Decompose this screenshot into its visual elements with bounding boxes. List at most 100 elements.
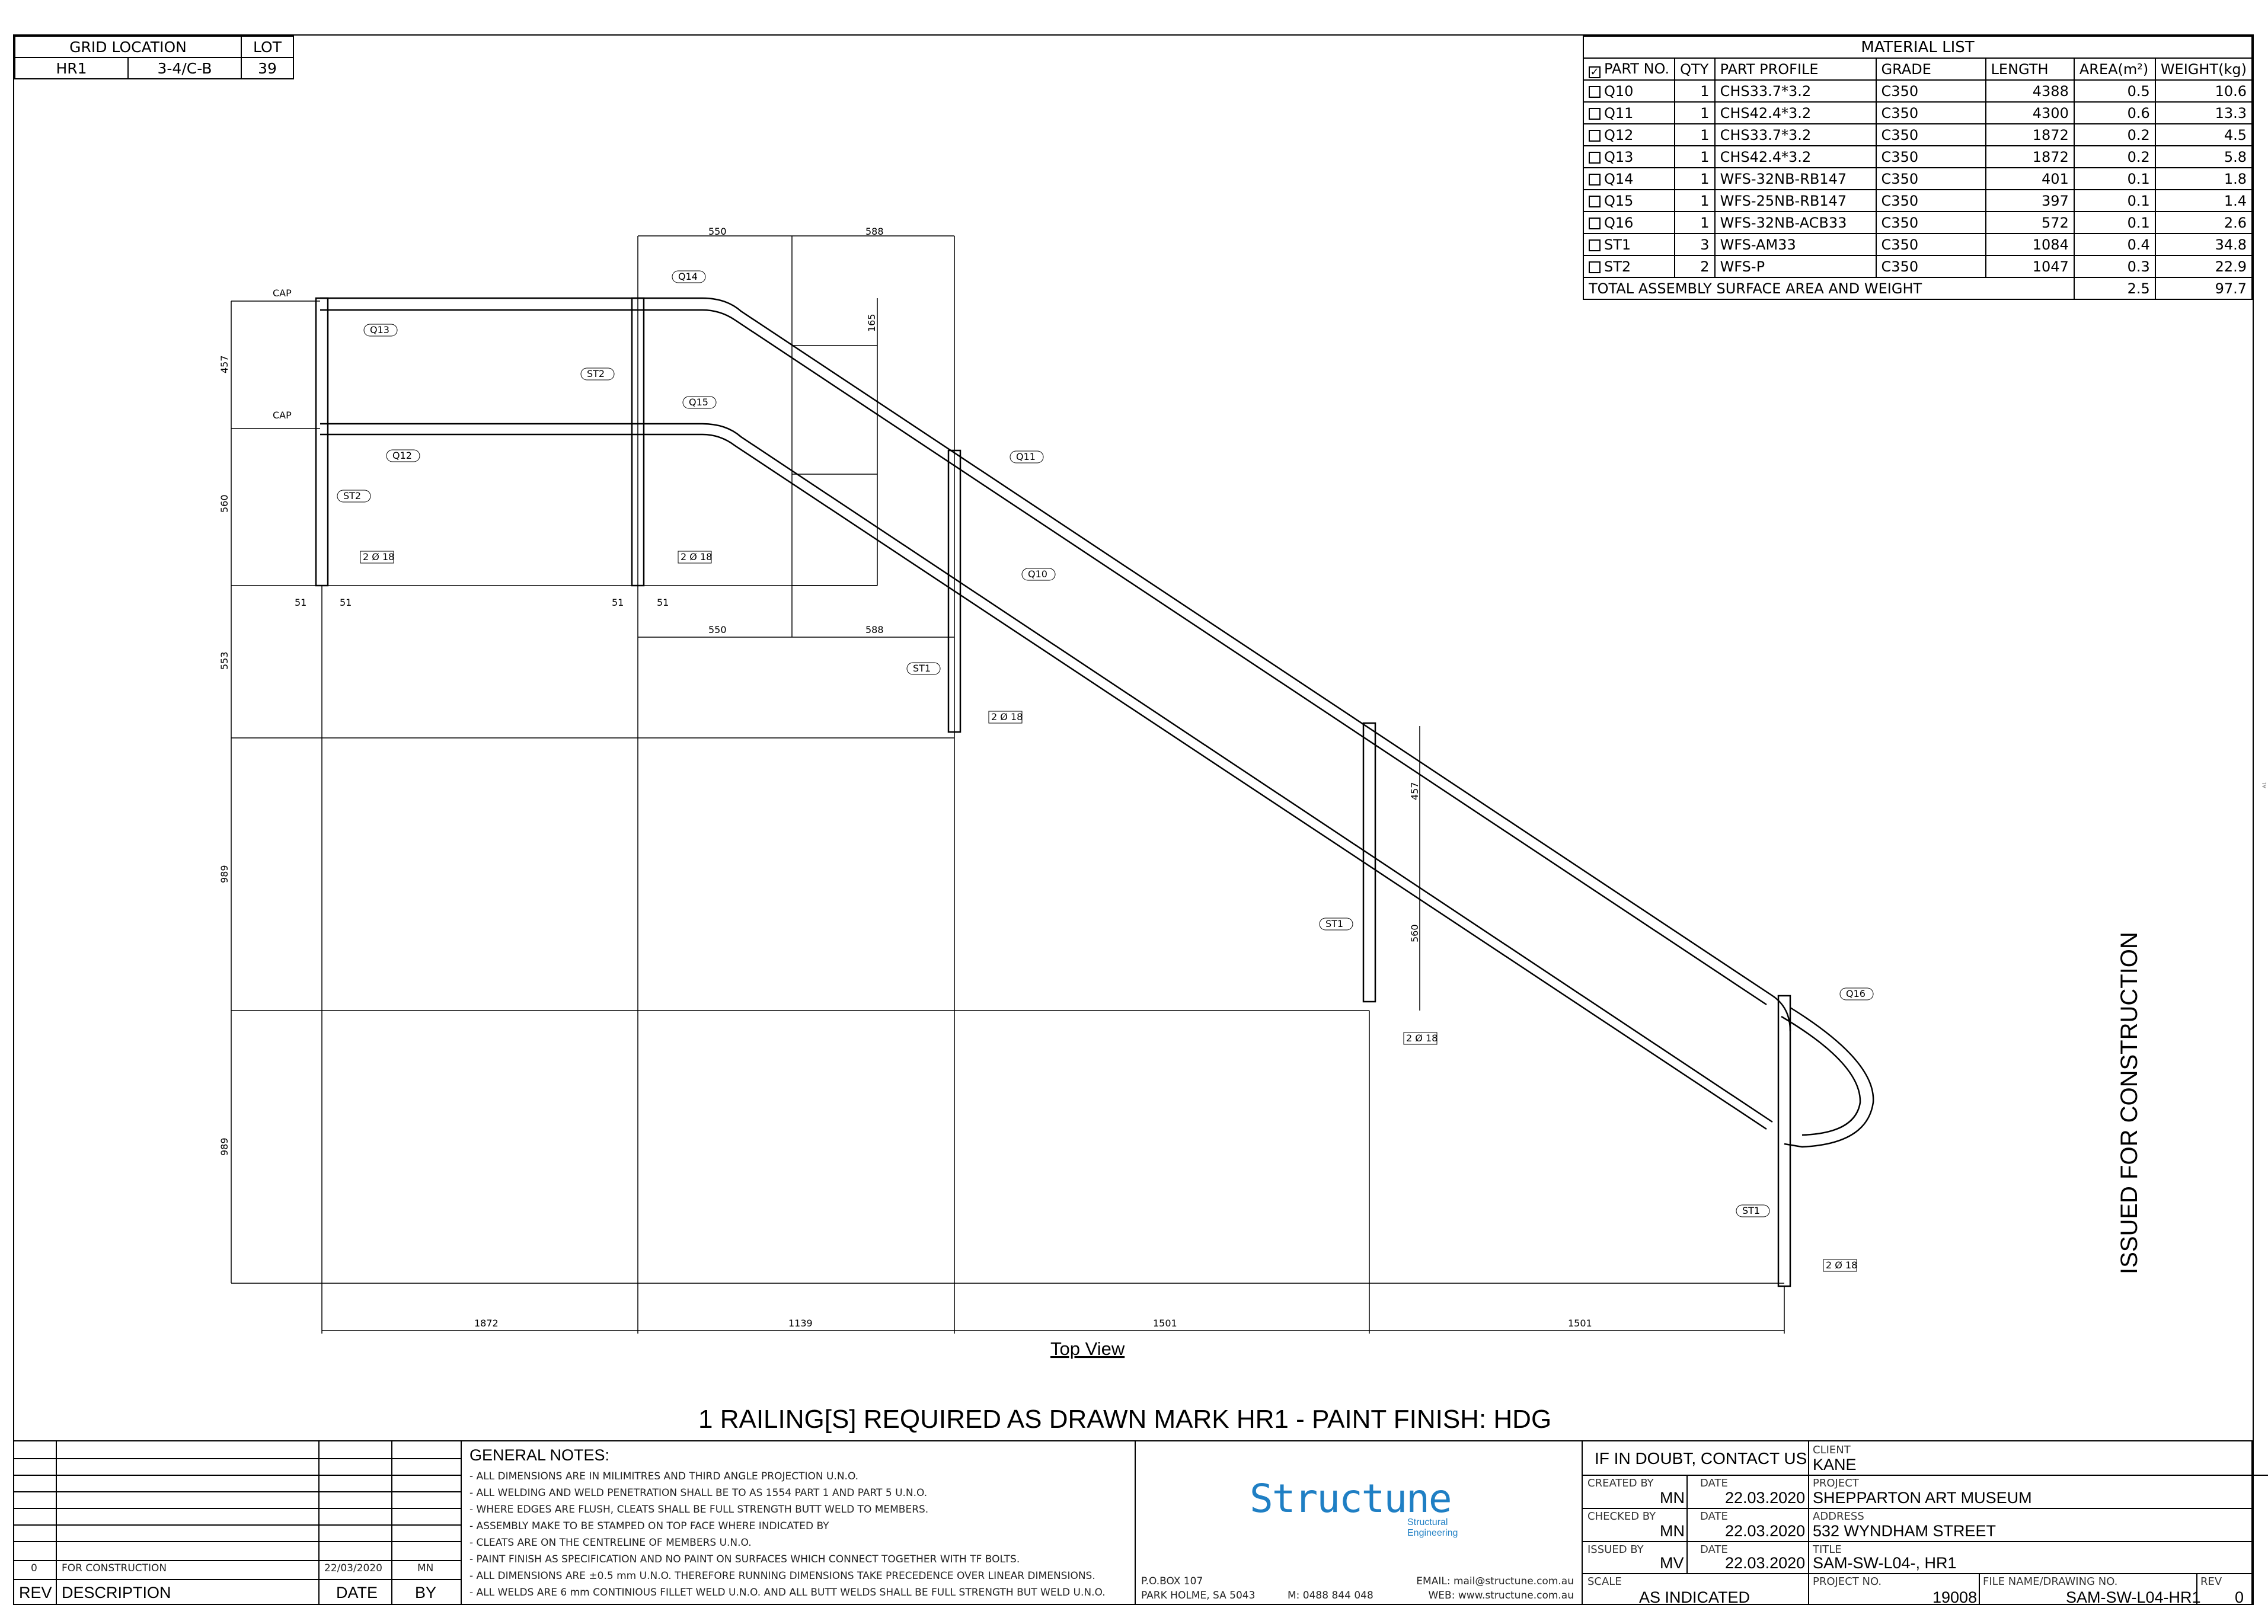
- part-tag-outline: [363, 324, 398, 337]
- length-cell: 397: [1985, 189, 2075, 212]
- col-qty: QTY: [1674, 57, 1716, 81]
- checkbox-icon[interactable]: [1589, 85, 1601, 98]
- part-tag: ST1: [1325, 918, 1343, 929]
- weld-tag-outline: [1823, 1259, 1857, 1272]
- grade-cell: C350: [1875, 101, 1986, 124]
- post-st1-c: [1777, 995, 1791, 1287]
- part-tag-outline: [1319, 918, 1353, 931]
- title-block: [1583, 1441, 2268, 1605]
- address-label: ADDRESS: [1813, 1510, 1864, 1523]
- part-cell: Q11: [1582, 101, 1676, 124]
- checkbox-icon[interactable]: [1589, 129, 1601, 142]
- profile-cell: WFS-AM33: [1714, 233, 1877, 256]
- qty-cell: 3: [1674, 233, 1716, 256]
- rev-description: FOR CONSTRUCTION: [62, 1562, 167, 1574]
- length-cell: 4300: [1985, 101, 2075, 124]
- address: 532 WYNDHAM STREET: [1813, 1522, 1997, 1540]
- note-item: - PAINT FINISH AS SPECIFICATION AND NO P…: [469, 1553, 1020, 1565]
- dim-bottom-1501b: 1501: [1568, 1318, 1592, 1329]
- dim-51c: 51: [612, 597, 624, 608]
- general-notes: GENERAL NOTES: - ALL DIMENSIONS ARE IN M…: [469, 1446, 1133, 1601]
- rev-number: 0: [31, 1562, 37, 1574]
- part-tag-outline: [1839, 987, 1874, 1000]
- part-cell: Q14: [1582, 167, 1676, 190]
- checkbox-icon[interactable]: [1589, 261, 1601, 273]
- grade-cell: C350: [1875, 233, 1986, 256]
- part-tag-outline: [1021, 568, 1056, 581]
- main-title: 1 RAILING[S] REQUIRED AS DRAWN MARK HR1 …: [698, 1405, 1552, 1434]
- area-cell: 0.1: [2073, 167, 2156, 190]
- grade-cell: C350: [1875, 79, 1986, 103]
- cap-label-bottom: CAP: [273, 410, 292, 421]
- date-label-1: DATE: [1700, 1477, 1728, 1489]
- rev-by: MN: [417, 1562, 434, 1574]
- bend-q16-inner: [1781, 1015, 1861, 1136]
- rail-q13: [320, 297, 1791, 1032]
- website: WEB: www.structune.com.au: [1428, 1590, 1574, 1601]
- rev-value: 0: [2235, 1588, 2244, 1606]
- dim-left-560: 560: [219, 494, 230, 513]
- profile-cell: WFS-25NB-RB147: [1714, 189, 1877, 212]
- part-cell: ST2: [1582, 255, 1676, 278]
- dim-560: 560: [1409, 924, 1420, 942]
- grid-location-table: GRID LOCATION LOT HR1 3-4/C-B 39: [14, 36, 294, 79]
- dim-left-989b: 989: [219, 1137, 230, 1156]
- qty-cell: 1: [1674, 167, 1716, 190]
- weld-tag-outline: [1403, 1032, 1438, 1045]
- qty-cell: 2: [1674, 255, 1716, 278]
- revision-table: 0 FOR CONSTRUCTION 22/03/2020 MN REV DES…: [13, 1441, 462, 1605]
- weld-label: 2 Ø 18: [1826, 1259, 1857, 1271]
- profile-cell: WFS-32NB-RB147: [1714, 167, 1877, 190]
- client-label: CLIENT: [1813, 1444, 1851, 1456]
- rev-date: 22/03/2020: [324, 1562, 382, 1574]
- date-label-2: DATE: [1700, 1510, 1728, 1523]
- note-item: - ALL WELDING AND WELD PENETRATION SHALL…: [469, 1487, 928, 1499]
- note-item: - WHERE EDGES ARE FLUSH, CLEATS SHALL BE…: [469, 1504, 929, 1516]
- area-cell: 0.2: [2073, 145, 2156, 168]
- note-item: - ALL WELDS ARE 6 mm CONTINIOUS FILLET W…: [469, 1587, 1106, 1599]
- project: SHEPPARTON ART MUSEUM: [1813, 1489, 2032, 1507]
- checkbox-icon[interactable]: ✓: [1589, 66, 1601, 78]
- checkbox-icon[interactable]: [1589, 107, 1601, 120]
- grade-cell: C350: [1875, 167, 1986, 190]
- dim-51d: 51: [657, 597, 669, 608]
- cap-label-top: CAP: [273, 287, 292, 299]
- checkbox-icon[interactable]: [1589, 195, 1601, 207]
- part-tag-outline: [672, 270, 706, 283]
- weight-cell: 22.9: [2154, 255, 2253, 278]
- length-cell: 4388: [1985, 79, 2075, 103]
- grade-cell: C350: [1875, 189, 1986, 212]
- grid-location-header: GRID LOCATION: [14, 36, 242, 58]
- qty-cell: 1: [1674, 123, 1716, 146]
- grade-cell: C350: [1875, 255, 1986, 278]
- material-list-title: MATERIAL LIST: [1583, 36, 2253, 59]
- part-cell: Q10: [1582, 79, 1676, 103]
- area-cell: 0.5: [2073, 79, 2156, 103]
- weight-cell: 34.8: [2154, 233, 2253, 256]
- part-cell: Q16: [1582, 211, 1676, 234]
- weight-cell: 4.5: [2154, 123, 2253, 146]
- part-tag: Q13: [370, 324, 389, 335]
- scale-label: SCALE: [1587, 1575, 1622, 1588]
- length-cell: 401: [1985, 167, 2075, 190]
- dim-left-457: 457: [219, 355, 230, 373]
- area-cell: 0.6: [2073, 101, 2156, 124]
- checkbox-icon[interactable]: [1589, 239, 1601, 251]
- project-no: 19008: [1932, 1588, 1978, 1606]
- dim-51b: 51: [340, 597, 352, 608]
- checkbox-icon[interactable]: [1589, 151, 1601, 164]
- checkbox-icon[interactable]: [1589, 217, 1601, 229]
- email: EMAIL: mail@structune.com.au: [1416, 1575, 1574, 1587]
- notes-title: GENERAL NOTES:: [469, 1446, 610, 1464]
- part-cell: Q13: [1582, 145, 1676, 168]
- bend-q16: [1784, 1006, 1874, 1148]
- checkbox-icon[interactable]: [1589, 173, 1601, 186]
- part-tag-outline: [1736, 1204, 1770, 1217]
